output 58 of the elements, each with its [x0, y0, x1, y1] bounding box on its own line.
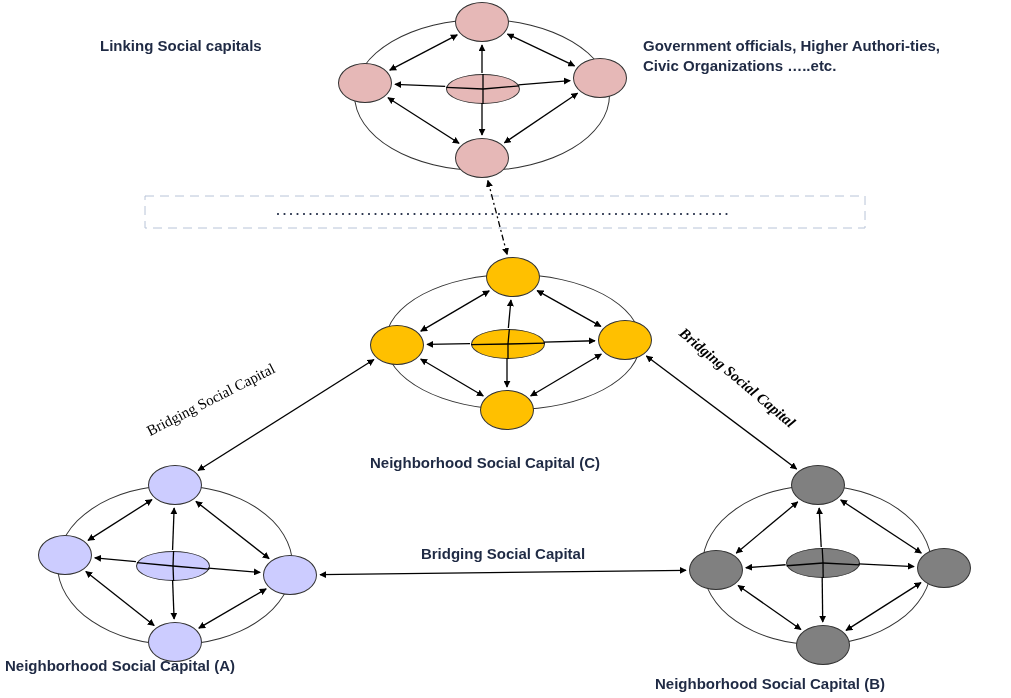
- ellipse-node: [38, 535, 92, 575]
- cluster-caption: Neighborhood Social Capital (B): [655, 674, 886, 694]
- arrow: [319, 566, 687, 579]
- arrow: [195, 500, 270, 560]
- arrow: [197, 358, 375, 472]
- arrow: [198, 588, 267, 629]
- ellipse-node: [263, 555, 317, 595]
- arrow: [426, 340, 471, 348]
- arrow: [845, 582, 922, 631]
- cluster-caption: Neighborhood Social Capital (C): [370, 453, 601, 473]
- ellipse-node: [148, 622, 202, 662]
- ellipse-node: [338, 63, 392, 103]
- arrow: [543, 337, 596, 345]
- arrow: [387, 97, 460, 144]
- ellipse-node: [486, 257, 540, 297]
- heading-text: Government officials, Higher Authori-ties, Civic Organizations …..etc.: [643, 36, 941, 77]
- arrow: [536, 289, 602, 328]
- arrow: [170, 579, 178, 620]
- arrow: [735, 501, 799, 554]
- arrow: [478, 102, 486, 136]
- ellipse-node: [573, 58, 627, 98]
- cluster-caption: Neighborhood Social Capital (A): [5, 656, 236, 676]
- ellipse-node: [370, 325, 424, 365]
- heading-text: Linking Social capitals: [100, 36, 263, 56]
- arrow: [420, 290, 490, 332]
- arrow: [816, 507, 823, 548]
- dashed-arrow: [486, 179, 509, 256]
- ellipse-node: [791, 465, 845, 505]
- arrow: [85, 570, 155, 627]
- arrow: [645, 355, 798, 470]
- arrow: [503, 92, 579, 144]
- arrow: [737, 584, 802, 631]
- arrow: [87, 499, 153, 541]
- arrow: [394, 81, 446, 89]
- edge-label: Bridging Social Capital: [420, 544, 586, 561]
- arrow: [170, 507, 178, 551]
- ellipse-node: [455, 138, 509, 178]
- arrow: [94, 554, 137, 563]
- arrow: [506, 33, 576, 67]
- arrow: [389, 34, 458, 71]
- arrow: [530, 353, 602, 397]
- arrow: [506, 299, 514, 329]
- ellipse-node: [689, 550, 743, 590]
- ellipse-node: [148, 465, 202, 505]
- ellipse-node: [480, 390, 534, 430]
- arrow: [420, 358, 484, 397]
- arrow: [503, 357, 511, 388]
- arrow: [745, 563, 787, 571]
- ellipse-node: [455, 2, 509, 42]
- ellipse-node: [598, 320, 652, 360]
- arrow: [858, 562, 915, 570]
- ellipse-node: [917, 548, 971, 588]
- arrow: [478, 44, 486, 74]
- arrow: [517, 77, 571, 86]
- ellipse-node: [796, 625, 850, 665]
- arrow: [840, 499, 922, 554]
- arrow: [819, 576, 827, 623]
- arrow: [207, 567, 261, 576]
